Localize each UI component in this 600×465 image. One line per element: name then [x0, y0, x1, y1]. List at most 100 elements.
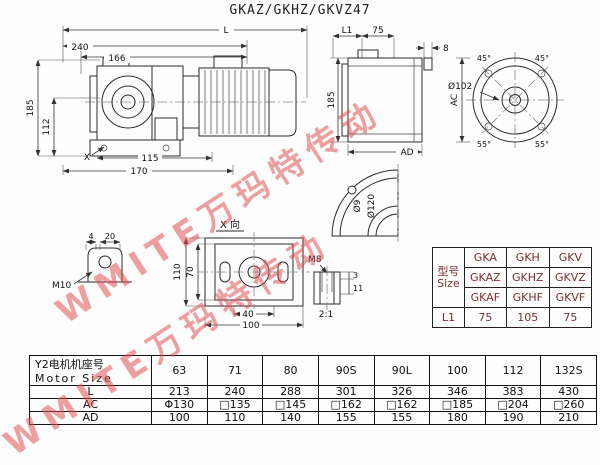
size-table-row-header: Y2电机机座号 Motor Size [29, 355, 152, 386]
model-table-row: GKAZ GKHZ GKVZ [433, 267, 593, 288]
model-cell: GKAF [463, 287, 507, 308]
drawing-title: GKAZ/GKHZ/GKVZ47 [229, 3, 371, 18]
size-cell: 346 [429, 385, 486, 399]
size-column-header: 80 [262, 355, 319, 386]
size-cell: 155 [317, 411, 375, 425]
size-table-row-L: L 213 240 288 301 326 346 383 430 [29, 385, 597, 399]
model-cell: 105 [505, 307, 550, 328]
model-cell: GKA [463, 247, 507, 268]
dim-label-100: 100 [242, 321, 259, 331]
dim-label-75: 75 [372, 26, 383, 36]
dim-label-8: 8 [443, 44, 449, 54]
size-cell: □185 [429, 398, 486, 412]
x-direction-view: X 向 [198, 218, 310, 312]
dim-label-4: 4 [88, 232, 93, 241]
angle-label-55-right: 55° [535, 140, 549, 149]
side-view [85, 55, 306, 157]
dim-label-115: 115 [141, 154, 158, 164]
dim-label-112: 112 [42, 118, 52, 135]
dim-label-M8: M8 [308, 255, 322, 265]
size-cell: 301 [317, 385, 375, 399]
detail-scale-label: 2:1 [319, 310, 333, 320]
model-table-l1-label: L1 [432, 307, 465, 328]
size-cell: 100 [151, 411, 208, 425]
model-cell: 75 [548, 307, 593, 328]
size-cell: 210 [540, 411, 597, 425]
side-view-dimensions: L 240 166 185 112 115 [26, 24, 308, 177]
size-cell: □162 [317, 398, 375, 412]
model-table-row: 型号 Size GKA GKH GKV [432, 247, 593, 308]
size-row-label: AC [29, 398, 152, 412]
size-cell: □135 [206, 398, 264, 412]
angle-label-45-left: 45° [477, 54, 491, 63]
size-column-header: 132S [540, 355, 597, 386]
dim-label-170: 170 [130, 167, 147, 177]
size-cell: 155 [373, 411, 431, 425]
size-table-header-row: Y2电机机座号 Motor Size 63 71 80 90S 90L 100 … [29, 355, 597, 386]
size-cell: □145 [262, 398, 319, 412]
model-cell: 75 [463, 307, 507, 328]
model-cell: GKVZ [548, 267, 593, 288]
dim-label-240: 240 [71, 43, 88, 53]
model-cell: GKAZ [463, 267, 507, 288]
size-table-row-AD: AD 100 110 140 155 155 180 190 210 [29, 411, 597, 425]
angle-label-55-left: 55° [477, 140, 491, 149]
model-size-table: 型号 Size GKA GKH GKV GKAZ GKHZ GKVZ GKAF … [432, 247, 593, 328]
dim-label-185-front: 185 [327, 91, 337, 108]
model-table-row: L1 75 105 75 [432, 307, 593, 328]
motor-size-table: Y2电机机座号 Motor Size 63 71 80 90S 90L 100 … [29, 355, 597, 425]
size-cell: 240 [206, 385, 264, 399]
size-cell: □260 [540, 398, 597, 412]
dim-label-L: L [223, 26, 228, 36]
model-table-header-en: Size [437, 276, 460, 290]
dim-label-11: 11 [353, 284, 363, 293]
size-row-label: L [29, 385, 152, 399]
model-table-header-cn: 型号 [437, 264, 460, 278]
size-table-row-AC: AC Φ130 □135 □145 □162 □162 □185 □204 □2… [29, 398, 597, 412]
dim-label-110: 110 [173, 263, 183, 280]
drawing-page: GKAZ/GKHZ/GKVZ47 [0, 3, 597, 465]
dim-label-20: 20 [105, 232, 115, 241]
size-cell: 213 [151, 385, 208, 399]
dim-label-70: 70 [186, 266, 196, 278]
size-cell: 288 [262, 385, 319, 399]
shaft-end-detail: M8 3 11 2:1 [308, 255, 363, 320]
dim-label-AD: AD [400, 148, 413, 158]
foot-lug-detail: 4 20 M10 [52, 232, 132, 291]
dim-label-185-side: 185 [26, 99, 36, 116]
dim-label-d120: Ø120 [366, 194, 377, 219]
flange-section-view: Ø9 Ø120 [331, 164, 399, 242]
x-view-title: X 向 [220, 218, 240, 231]
size-column-header: 90L [373, 355, 431, 386]
size-cell: □162 [373, 398, 431, 412]
size-column-header: 63 [151, 355, 208, 386]
size-cell: 110 [206, 411, 264, 425]
model-cell: GKHF [505, 287, 550, 308]
dim-label-L1: L1 [342, 26, 353, 36]
model-table-header: 型号 Size [432, 247, 465, 308]
size-table-header-cn: Y2电机机座号 [35, 358, 104, 371]
model-cell: GKV [548, 247, 593, 268]
size-cell: 326 [373, 385, 431, 399]
model-cell: GKVF [548, 287, 593, 308]
size-cell: 383 [484, 385, 542, 399]
size-column-header: 112 [484, 355, 542, 386]
view-arrow-label-X: X [84, 153, 90, 163]
size-cell: 140 [262, 411, 319, 425]
dim-label-3: 3 [353, 271, 358, 280]
size-cell: 180 [429, 411, 486, 425]
size-column-header: 90S [317, 355, 375, 386]
model-table-row: GKAF GKHF GKVF [433, 287, 593, 308]
size-cell: □204 [484, 398, 542, 412]
size-column-header: 100 [429, 355, 486, 386]
x-view-dimensions: 110 70 40 100 [173, 237, 304, 331]
size-column-header: 71 [206, 355, 264, 386]
model-cell: GKHZ [505, 267, 550, 288]
angle-label-45-right: 45° [535, 54, 549, 63]
size-cell: 430 [540, 385, 597, 399]
front-view [341, 49, 564, 148]
size-row-label: AD [29, 411, 152, 425]
dim-label-AC: AC [450, 94, 460, 106]
size-cell: Φ130 [151, 398, 208, 412]
size-cell: 190 [484, 411, 542, 425]
